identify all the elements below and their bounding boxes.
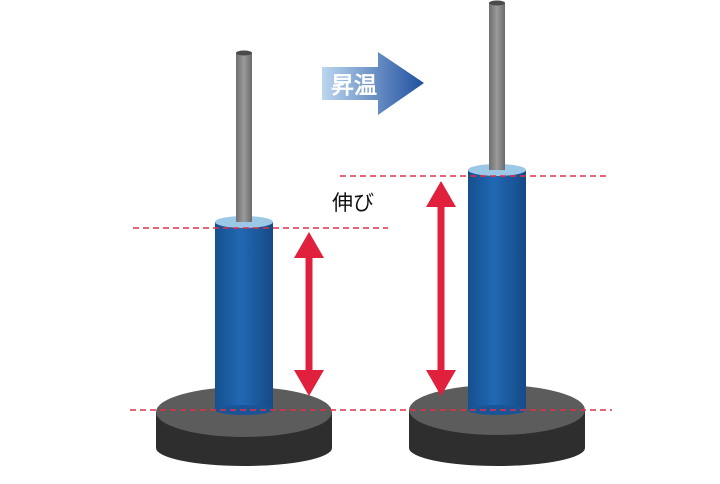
heat-arrow: 昇温 [322,52,424,115]
right-cylinder [468,164,526,415]
elongation-label: 伸び [332,191,374,215]
right-assembly [409,0,585,466]
right-measure-arrow [426,181,456,396]
heat-arrow-label: 昇温 [331,73,377,99]
right-rod [489,0,505,170]
left-base [156,387,332,466]
reference-lines [130,175,612,411]
left-rod [236,50,252,222]
heat-arrow-shape [322,52,424,115]
left-measure-arrow [294,232,324,396]
right-base [409,385,585,466]
left-assembly [156,50,332,466]
left-cylinder [215,216,273,415]
